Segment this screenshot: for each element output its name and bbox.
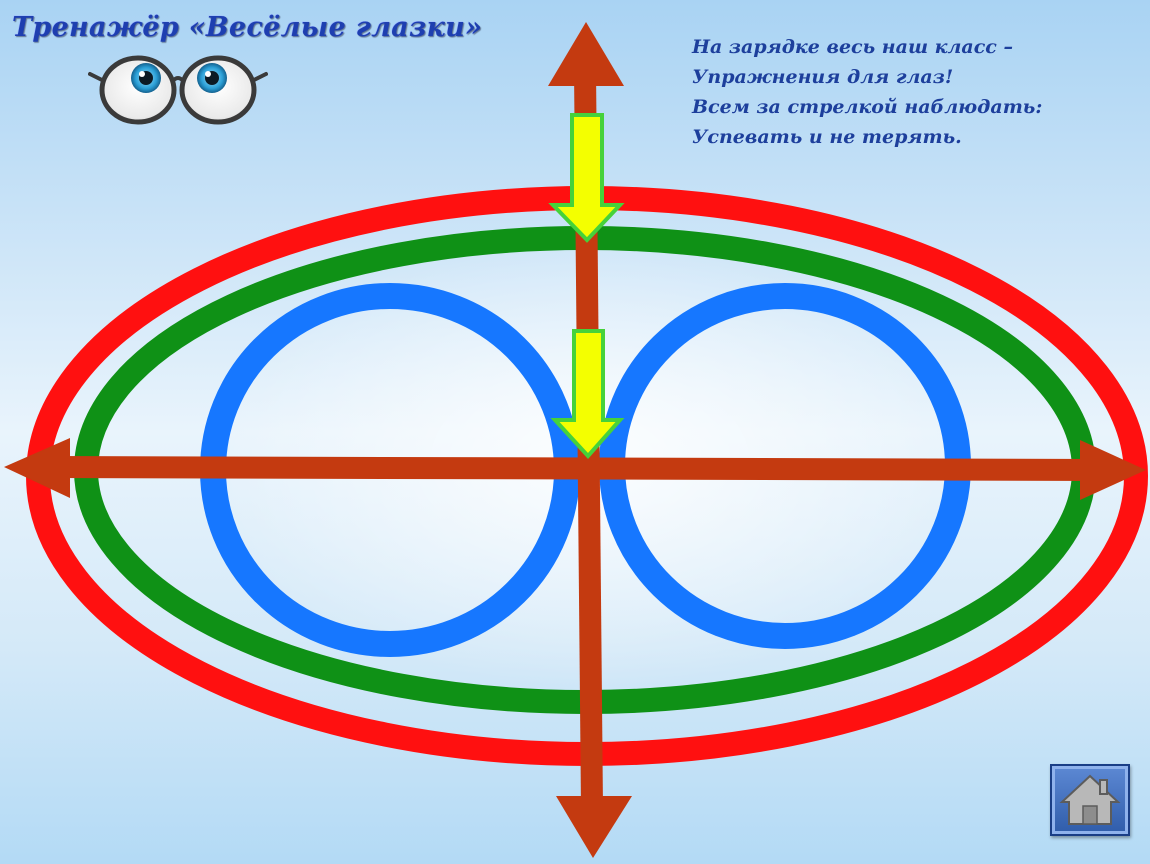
pointer-arrow-top [548, 113, 625, 243]
page-title: Тренажёр «Весёлые глазки» [12, 12, 483, 43]
poem: На зарядке весь наш класс – Упражнения д… [692, 32, 1042, 152]
poem-line: Всем за стрелкой наблюдать: [692, 96, 1043, 118]
poem-line: Успевать и не терять. [692, 126, 962, 148]
pointer-arrow-center [550, 329, 625, 459]
poem-line: На зарядке весь наш класс – [692, 36, 1013, 58]
home-button[interactable] [1050, 764, 1130, 836]
glasses-with-eyes-icon [88, 55, 268, 125]
horizontal-axis-arrow [4, 438, 1146, 500]
home-icon [1059, 774, 1121, 825]
poem-line: Упражнения для глаз! [692, 66, 954, 88]
